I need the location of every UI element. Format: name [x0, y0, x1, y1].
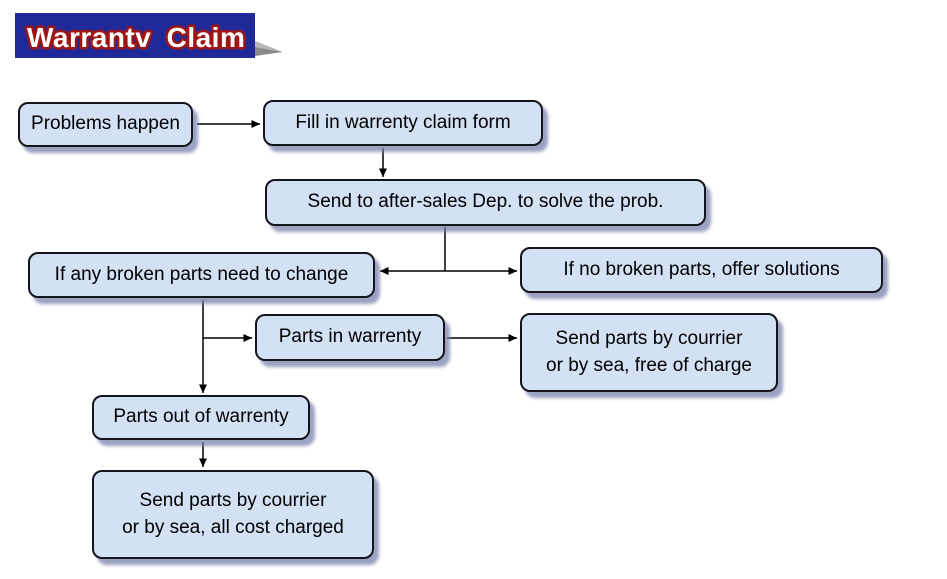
flow-node-ship-charged: Send parts by courrier or by sea, all co… — [92, 470, 374, 559]
title-banner: Warrantv Claim — [15, 13, 255, 58]
flow-node-problems-happen: Problems happen — [18, 102, 193, 147]
banner-fold-icon — [255, 47, 283, 56]
flow-node-fill-form: Fill in warrenty claim form — [263, 100, 543, 146]
page-title: Warrantv Claim — [27, 22, 245, 53]
flow-node-parts-in-warranty: Parts in warrenty — [255, 314, 445, 361]
flow-node-broken-parts-change: If any broken parts need to change — [28, 252, 375, 298]
flow-node-ship-free: Send parts by courrier or by sea, free o… — [520, 313, 778, 392]
flow-node-no-broken-parts: If no broken parts, offer solutions — [520, 247, 883, 293]
flow-node-send-after-sales: Send to after-sales Dep. to solve the pr… — [265, 179, 706, 226]
banner-fold-highlight — [255, 41, 283, 52]
flow-node-parts-out-warranty: Parts out of warrenty — [92, 395, 310, 440]
title-banner-svg: Warrantv Claim — [25, 20, 248, 56]
